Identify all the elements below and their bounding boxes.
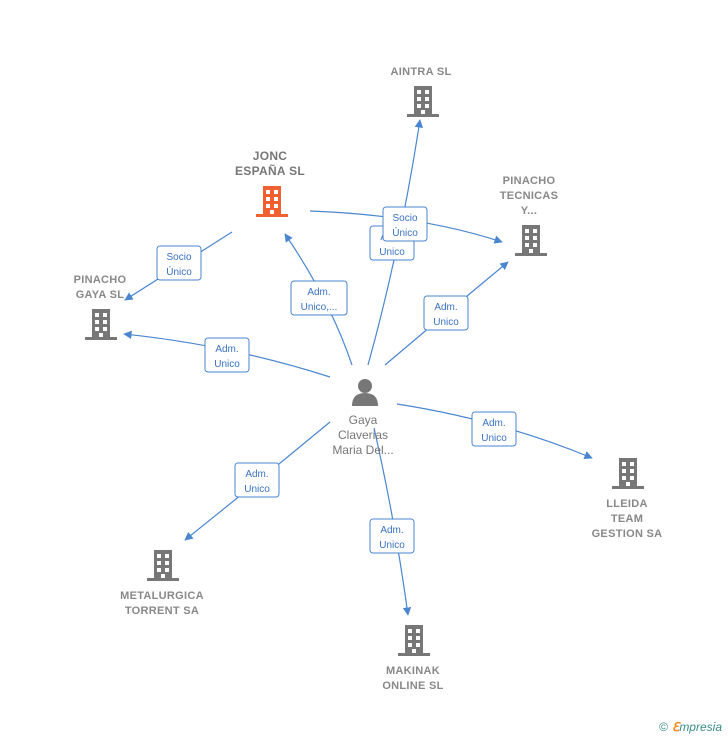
edge-label-line-1: Adm. (215, 344, 238, 355)
company-node-makinak[interactable]: MAKINAK ONLINE SL (382, 625, 443, 692)
edge-label-line-2: Unico (214, 359, 240, 370)
edge-label-line-1: Adm. (380, 525, 403, 536)
company-name-line-1: LLEIDA (606, 498, 648, 510)
company-node-lleida[interactable]: LLEIDA TEAM GESTION SA (592, 458, 663, 540)
edge-label-line-2: Unico (433, 317, 459, 328)
building-icon (147, 550, 179, 581)
building-icon (398, 625, 430, 656)
edge-label-center-gaya[interactable]: Adm. Unico (204, 337, 250, 373)
company-node-aintra[interactable]: AINTRA SL (391, 66, 452, 117)
company-node-jonc[interactable]: JONC ESPAÑA SL (235, 149, 305, 217)
edge-label-center-tecnicas[interactable]: Adm. Unico (423, 295, 469, 331)
edge-label-center-metalurgica[interactable]: Adm. Unico (234, 462, 280, 498)
company-name-line-1: PINACHO (74, 274, 127, 286)
edge-label-jonc-gaya[interactable]: Socio Único (156, 245, 202, 281)
company-name-line-3: GESTION SA (592, 528, 663, 540)
building-icon (612, 458, 644, 489)
edge-label-line-1: Adm. (482, 418, 505, 429)
company-name-line-1: METALURGICA (120, 590, 204, 602)
edge-label-line-2: Unico (379, 540, 405, 551)
company-name-line-3: Y... (521, 205, 538, 217)
edge-label-line-2: Único (166, 265, 192, 278)
edge-label-line-2: Unico (244, 484, 270, 495)
edge-label-line-2: Unico (379, 247, 405, 258)
empresia-logo-text: mpresia (679, 720, 722, 734)
edge-label-center-jonc[interactable]: Adm. Unico,... (290, 280, 348, 316)
edge-label-line-1: Adm. (307, 287, 330, 298)
building-icon (85, 309, 117, 340)
edge-label-line-2: Unico (481, 433, 507, 444)
empresia-logo-e: ℇ (671, 720, 680, 734)
person-name-line-3: Maria Del... (332, 443, 393, 457)
building-icon (256, 186, 288, 217)
company-name-line-2: ESPAÑA SL (235, 163, 305, 178)
person-name-line-1: Gaya (349, 413, 378, 427)
building-icon (407, 86, 439, 117)
edge-label-line-1: Socio (166, 252, 191, 263)
edge-labels: Adm. Unico Socio Único Socio Único Adm. … (156, 206, 517, 554)
building-icon (515, 225, 547, 256)
edge-label-line-1: Socio (392, 213, 417, 224)
company-name-line-2: TEAM (611, 513, 643, 525)
company-node-pinacho-gaya[interactable]: PINACHO GAYA SL (74, 274, 127, 340)
person-icon (352, 379, 378, 406)
company-name-line-1: JONC (253, 149, 288, 163)
company-name-line-2: GAYA SL (76, 289, 125, 301)
company-node-metalurgica[interactable]: METALURGICA TORRENT SA (120, 550, 204, 617)
edge-label-line-1: Adm. (434, 302, 457, 313)
company-name-line-1: MAKINAK (386, 665, 440, 677)
company-name-line-2: ONLINE SL (382, 680, 443, 692)
person-name-line-2: Claverias (338, 428, 388, 442)
company-name: AINTRA SL (391, 66, 452, 78)
company-node-pinacho-tecnicas[interactable]: PINACHO TECNICAS Y... (500, 175, 559, 256)
empresia-watermark[interactable]: ©ℇmpresia (659, 720, 722, 734)
edge-label-jonc-tecnicas[interactable]: Socio Único (382, 206, 428, 242)
company-name-line-1: PINACHO (503, 175, 556, 187)
company-name-line-2: TORRENT SA (125, 605, 199, 617)
edge-label-line-1: Adm. (245, 469, 268, 480)
company-name-line-2: TECNICAS (500, 190, 559, 202)
person-node[interactable]: Gaya Claverias Maria Del... (332, 379, 394, 457)
edge-label-center-lleida[interactable]: Adm. Unico (471, 411, 517, 447)
edge-label-center-makinak[interactable]: Adm. Unico (369, 518, 415, 554)
edge-label-line-2: Único (392, 226, 418, 239)
copyright-icon: © (659, 720, 668, 734)
edge-label-line-2: Unico,... (301, 302, 338, 313)
